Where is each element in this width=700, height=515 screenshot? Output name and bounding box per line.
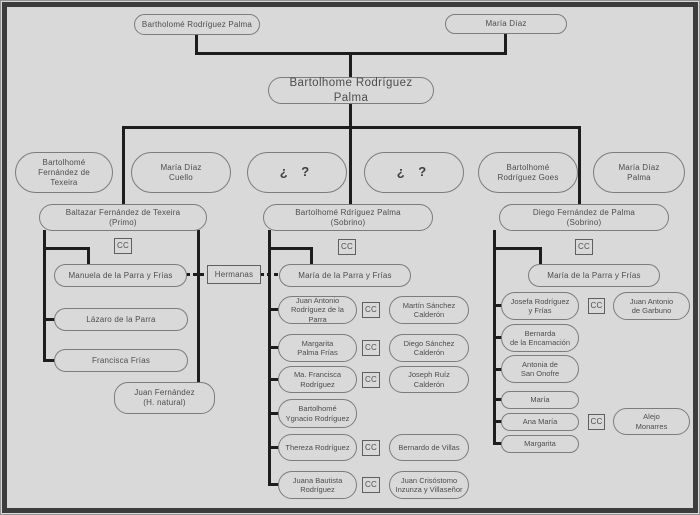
connector-line [268,308,279,311]
node-partner: Alejo Monarres [613,408,690,435]
node-child: Juan Fernández (H. natural) [114,382,215,414]
connector-line [87,247,90,265]
node-head-baltazar: Baltazar Fernández de Texeira (Primo) [39,204,207,231]
node-child: Thereza Rodríguez [278,434,357,461]
connector-line [43,247,90,250]
node-child: María [501,391,579,409]
connector-line [195,34,198,54]
node-spouse-maria-right: María de la Parra y Frías [528,264,660,287]
connector-line [268,446,279,449]
node-couple-husband-3: Bartolhomé Rodríguez Goes [478,152,578,193]
connector-line [197,230,200,383]
node-spouse-maria-middle: María de la Parra y Frías [279,264,411,287]
node-child: Margarita [501,435,579,453]
node-couple-husband-1: Bartolhomé Fernández de Texeira [15,152,113,193]
node-head-diego: Diego Fernández de Palma (Sobrino) [499,204,669,231]
connector-line [43,230,46,362]
connector-line [268,346,279,349]
cc-badge: CC [588,414,605,430]
node-child: Ana María [501,413,579,431]
node-child: Bernarda de la Encarnación [501,324,579,352]
cc-badge: CC [575,239,593,255]
connector-line [349,52,352,77]
cc-badge: CC [362,440,380,456]
connector-line [504,34,507,54]
node-child: Juan Antonio Rodríguez de la Parra [278,296,357,324]
node-partner: Joseph Ruíz Calderón [389,366,469,393]
node-couple-unknown-wife: ¿ ? [364,152,464,193]
cc-badge: CC [362,302,380,318]
connector-line [43,359,55,362]
cc-badge: CC [338,239,356,255]
connector-line [349,103,352,129]
connector-line [493,368,503,371]
connector-line [43,318,55,321]
node-child: Josefa Rodríguez y Frías [501,292,579,320]
connector-line [493,247,542,250]
connector-line [493,442,503,445]
node-couple-wife-1: María Díaz Cuello [131,152,231,193]
connector-line [493,304,503,307]
connector-line [349,126,352,204]
connector-line [122,126,125,204]
node-partner: Juan Antonio de Garbuno [613,292,690,320]
node-child: Ma. Francisca Rodríguez [278,366,357,393]
node-partner: Juan Crisóstomo Inzunza y Villaseñor [389,471,469,499]
node-couple-wife-3: María Díaz Palma [593,152,685,193]
connector-line [268,412,279,415]
node-child: Bartolhomé Ygnacio Rodríguez [278,399,357,428]
node-partner: Diego Sánchez Calderón [389,334,469,362]
node-child: Margarita Palma Frías [278,334,357,362]
node-partner: Martín Sánchez Calderón [389,296,469,324]
connector-line [310,247,313,265]
connector-line [268,483,279,486]
node-grandmother: María Díaz [445,14,567,34]
connector-line [493,398,503,401]
node-root: Bartolhome Rodríguez Palma [268,77,434,104]
cc-badge: CC [362,477,380,493]
cc-badge: CC [362,372,380,388]
connector-line [268,247,313,250]
cc-badge: CC [588,298,605,314]
node-couple-unknown-husband: ¿ ? [247,152,347,193]
hermanas-badge: Hermanas [207,265,261,284]
node-spouse-manuela: Manuela de la Parra y Frías [54,264,187,287]
cc-badge: CC [114,238,132,254]
connector-line [493,420,503,423]
node-partner: Bernardo de Villas [389,434,469,461]
node-head-bartolhome: Bartolhomé Rdríguez Palma (Sobrino) [263,204,433,231]
cc-badge: CC [362,340,380,356]
hermanas-dashed-link [186,273,207,276]
node-child: Juana Bautista Rodríguez [278,471,357,499]
connector-line [539,247,542,265]
hermanas-dashed-link [260,273,279,276]
node-grandfather: Bartholomé Rodríguez Palma [134,14,260,35]
connector-line [268,230,271,486]
node-child: Antonia de San Onofre [501,355,579,383]
node-child: Francisca Frías [54,349,188,372]
connector-line [493,336,503,339]
connector-line [268,378,279,381]
connector-line [578,126,581,204]
node-child: Lázaro de la Parra [54,308,188,331]
